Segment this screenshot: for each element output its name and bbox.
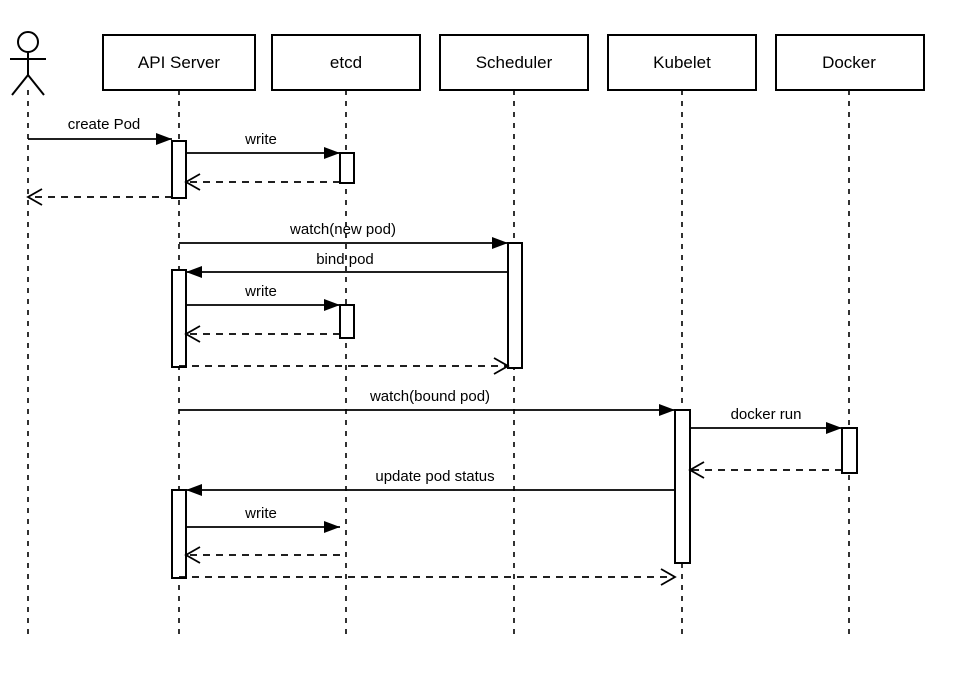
actor-layer [10, 31, 46, 96]
arrowhead-open-icon [26, 188, 43, 206]
actor-head [17, 31, 39, 53]
message-labels-layer: create Pod write watch(new pod) bind pod wri… [68, 116, 802, 522]
arrowhead-filled-icon [826, 422, 842, 434]
message-label-m11: docker run [731, 406, 802, 423]
arrowhead-open-icon [688, 461, 705, 479]
activation-bar-etcd[interactable] [339, 152, 355, 184]
actor-leg-right [27, 74, 45, 96]
message-m2[interactable] [186, 147, 340, 159]
participant-box-docker[interactable] [775, 34, 925, 91]
message-m15[interactable] [184, 546, 340, 564]
lifelines-layer: API Server etcd Scheduler Kubelet Docker [27, 34, 925, 638]
lifeline-kubelet[interactable]: Kubelet [607, 34, 757, 638]
participant-label-scheduler: Scheduler [476, 53, 553, 72]
message-m8[interactable] [184, 325, 340, 343]
arrowhead-open-icon [493, 357, 510, 375]
participant-box-apiserver[interactable] [102, 34, 256, 91]
message-m13[interactable] [186, 484, 675, 496]
activation-bar-apiserver[interactable] [171, 489, 187, 579]
participant-box-kubelet[interactable] [607, 34, 757, 91]
message-label-m1: create Pod [68, 116, 141, 133]
arrowhead-open-icon [660, 568, 677, 586]
activation-bar-scheduler[interactable] [507, 242, 523, 369]
arrowhead-filled-icon [156, 133, 172, 145]
arrowhead-filled-icon [186, 484, 202, 496]
arrowhead-open-icon [184, 173, 201, 191]
message-m11[interactable] [690, 422, 842, 434]
arrowhead-filled-icon [324, 521, 340, 533]
lifeline-scheduler[interactable]: Scheduler [439, 34, 589, 638]
message-m1[interactable] [28, 133, 172, 145]
arrowhead-filled-icon [324, 299, 340, 311]
activation-bar-apiserver[interactable] [171, 269, 187, 368]
message-m7[interactable] [186, 299, 340, 311]
participant-box-scheduler[interactable] [439, 34, 589, 91]
participant-box-etcd[interactable] [271, 34, 421, 91]
message-label-m2: write [244, 131, 277, 148]
message-label-m14: write [244, 505, 277, 522]
participant-label-kubelet: Kubelet [653, 53, 711, 72]
actor-leg-left [11, 74, 29, 96]
arrowhead-filled-icon [492, 237, 508, 249]
activation-bar-etcd[interactable] [339, 304, 355, 339]
participant-label-docker: Docker [822, 53, 876, 72]
activations-layer [171, 140, 858, 579]
arrowhead-filled-icon [186, 266, 202, 278]
arrowhead-filled-icon [324, 147, 340, 159]
messages-layer [26, 133, 842, 586]
message-label-m6: bind pod [316, 251, 374, 268]
message-m14[interactable] [186, 521, 340, 533]
message-m4[interactable] [26, 188, 172, 206]
activation-bar-apiserver[interactable] [171, 140, 187, 199]
message-m5[interactable] [179, 237, 508, 249]
message-m6[interactable] [186, 266, 508, 278]
message-label-m7: write [244, 283, 277, 300]
message-m12[interactable] [688, 461, 842, 479]
message-m3[interactable] [184, 173, 340, 191]
arrowhead-filled-icon [659, 404, 675, 416]
arrowhead-open-icon [184, 546, 201, 564]
arrowhead-open-icon [184, 325, 201, 343]
message-label-m10: watch(bound pod) [369, 388, 490, 405]
participant-label-etcd: etcd [330, 53, 362, 72]
activation-bar-docker[interactable] [841, 427, 858, 474]
message-label-m13: update pod status [375, 468, 494, 485]
lifeline-docker[interactable]: Docker [775, 34, 925, 638]
message-m10[interactable] [179, 404, 675, 416]
participant-label-apiserver: API Server [138, 53, 221, 72]
message-m16[interactable] [179, 568, 677, 586]
activation-bar-kubelet[interactable] [674, 409, 691, 564]
lifeline-etcd[interactable]: etcd [271, 34, 421, 638]
message-m9[interactable] [179, 357, 510, 375]
actor-stick-figure[interactable] [10, 31, 46, 96]
message-label-m5: watch(new pod) [289, 221, 396, 238]
